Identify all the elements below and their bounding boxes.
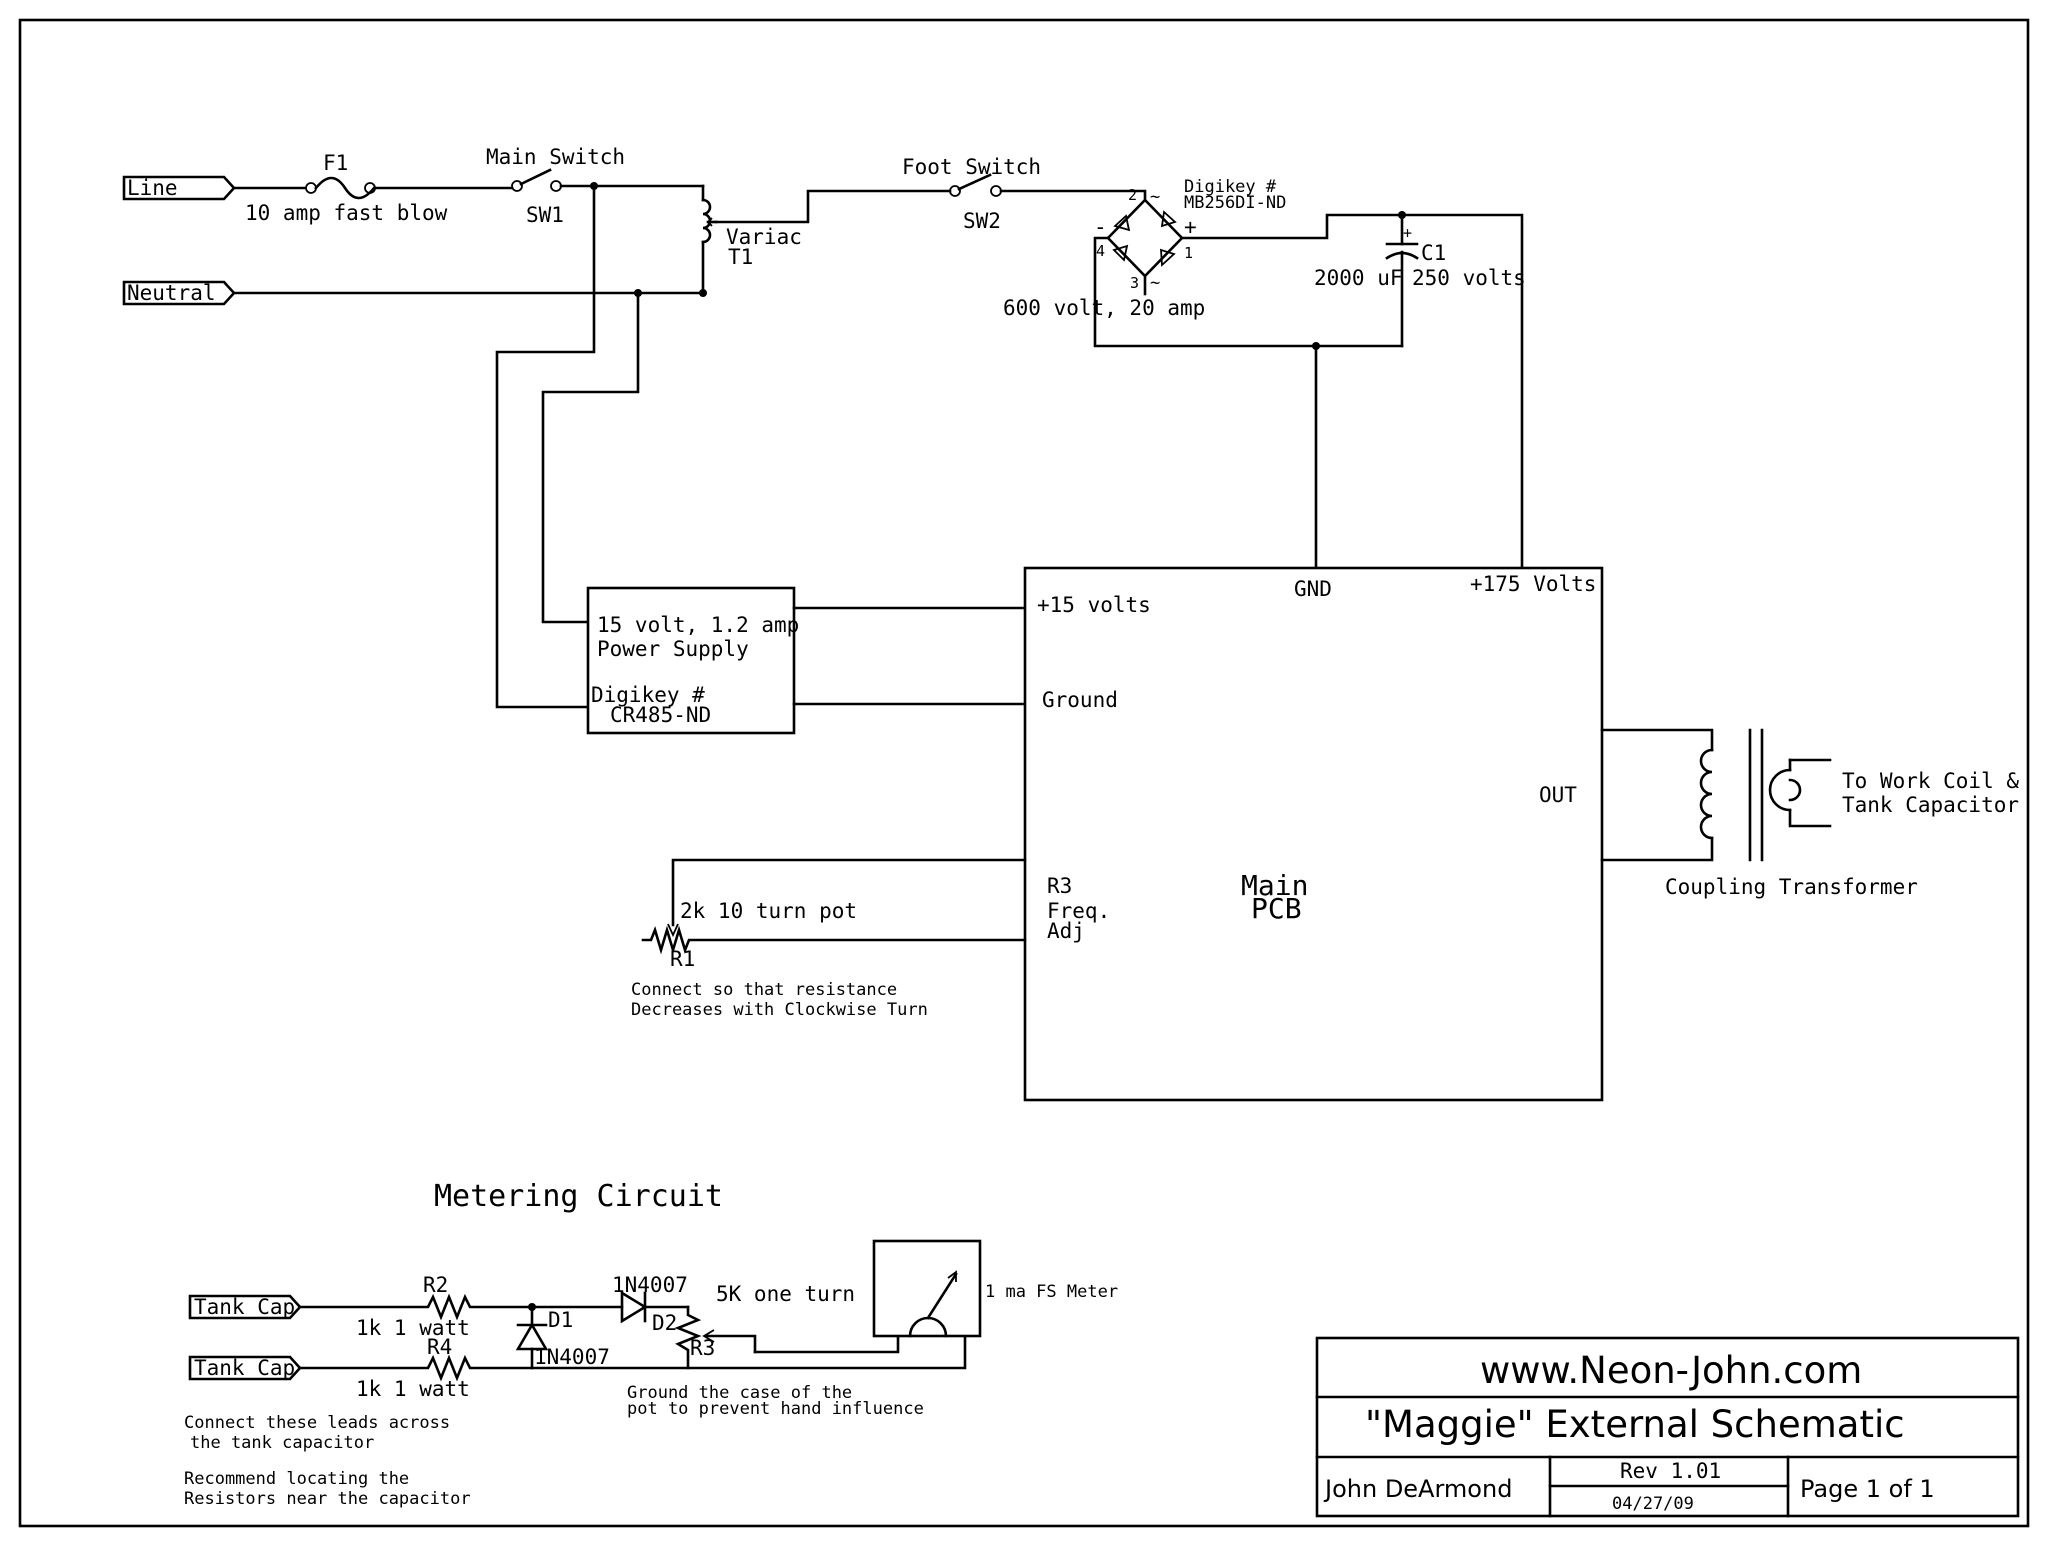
bridge-pin3: 3 (1130, 274, 1139, 292)
d2-part: 1N4007 (612, 1273, 688, 1297)
bridge-pin4: 4 (1096, 242, 1105, 260)
f1-value: 10 amp fast blow (245, 201, 448, 225)
power-supply-box (586, 586, 796, 735)
xfmr-dest1: To Work Coil & (1842, 769, 2019, 793)
diode-d2 (620, 1290, 648, 1324)
pcb-pin-r3-3: Adj (1047, 919, 1085, 943)
meter-needle-icon (908, 1270, 958, 1338)
sheet-border (18, 18, 2030, 1528)
xfmr-name: Coupling Transformer (1665, 875, 1918, 899)
d1-ref: D1 (548, 1308, 573, 1332)
bridge-rectifier (1106, 198, 1184, 278)
pcb-title2: PCB (1251, 892, 1302, 925)
bridge-plus: + (1184, 215, 1197, 239)
diode-d1 (515, 1305, 549, 1370)
note-ground1: Ground the case of the (627, 1383, 852, 1403)
r2-value: 1k 1 watt (356, 1316, 470, 1340)
sw2-ref: SW2 (963, 209, 1001, 233)
c1-cap: 2000 uF (1314, 266, 1403, 290)
r4-value: 1k 1 watt (356, 1377, 470, 1401)
r1-ref: R1 (670, 947, 695, 971)
d2-ref: D2 (652, 1311, 677, 1335)
main-pcb-box (1023, 566, 1604, 1102)
r1-note2: Decreases with Clockwise Turn (631, 1000, 928, 1020)
note-loc1: Recommend locating the (184, 1469, 409, 1489)
tank-cap-1-label: Tank Cap (194, 1295, 295, 1319)
tb-rev: Rev 1.01 (1620, 1459, 1721, 1483)
neutral-port: Neutral (122, 280, 236, 306)
d1-part: 1N4007 (534, 1345, 610, 1369)
bridge-tilde-top: ~ (1150, 187, 1160, 207)
metering-title: Metering Circuit (434, 1179, 723, 1214)
pcb-pin-15v: +15 volts (1037, 593, 1151, 617)
sw1-ref: SW1 (526, 203, 564, 227)
r2-ref: R2 (423, 1273, 448, 1297)
tank-cap-port-2: Tank Cap (188, 1355, 302, 1381)
bridge-part-line1: Digikey # (1184, 177, 1277, 197)
tb-title: "Maggie" External Schematic (1365, 1403, 1905, 1446)
tb-page: Page 1 of 1 (1800, 1475, 1935, 1503)
f1-ref: F1 (323, 151, 348, 175)
c1-ref: C1 (1421, 241, 1446, 265)
c1-plus: + (1403, 224, 1412, 242)
pcb-pin-r3-2: Freq. (1047, 899, 1110, 923)
tank-cap-port-1: Tank Cap (188, 1294, 302, 1320)
meter-label: 1 ma FS Meter (985, 1282, 1118, 1302)
line-port-label: Line (127, 176, 178, 200)
variac-t1 (701, 184, 718, 294)
tb-author: John DeArmond (1323, 1475, 1512, 1503)
meter-box (872, 1239, 982, 1338)
r4-ref: R4 (427, 1335, 452, 1359)
note-ground2: pot to prevent hand influence (627, 1399, 924, 1419)
r1-value: 2k 10 turn pot (680, 899, 857, 923)
ps-line2: Power Supply (597, 637, 749, 661)
pcb-pin-r3-1: R3 (1047, 874, 1072, 898)
xfmr-dest2: Tank Capacitor (1842, 793, 2019, 817)
c1-volt: 250 volts (1412, 266, 1526, 290)
coupling-transformer (1699, 728, 1832, 862)
t1-ref: T1 (728, 245, 753, 269)
tb-date: 04/27/09 (1612, 1494, 1694, 1514)
t1-name: Variac (726, 225, 802, 249)
bridge-minus: - (1094, 215, 1107, 239)
resistor-r2 (298, 1293, 534, 1321)
sw2-title: Foot Switch (902, 155, 1041, 179)
ps-line4: CR485-ND (610, 703, 711, 727)
fuse-f1 (305, 176, 376, 200)
note-loc2: Resistors near the capacitor (184, 1489, 471, 1509)
potentiometer-r3 (674, 1305, 757, 1370)
tb-website: www.Neon-John.com (1480, 1349, 1862, 1392)
neutral-port-label: Neutral (127, 281, 216, 305)
note-leads1: Connect these leads across (184, 1413, 450, 1433)
bridge-pin1: 1 (1184, 244, 1193, 262)
pcb-title1: Main (1241, 869, 1308, 902)
ps-line1: 15 volt, 1.2 amp (597, 613, 799, 637)
tank-cap-2-label: Tank Cap (194, 1356, 295, 1380)
bridge-tilde-bottom: ~ (1150, 273, 1160, 293)
switch-sw2 (949, 173, 1002, 197)
bridge-pin2: 2 (1128, 186, 1137, 204)
line-port: Line (122, 175, 236, 201)
pcb-pin-175v: +175 Volts (1470, 572, 1596, 596)
note-leads2: the tank capacitor (190, 1433, 374, 1453)
sw1-title: Main Switch (486, 145, 625, 169)
pcb-pin-out: OUT (1539, 783, 1577, 807)
bridge-part-line2: MB256DI-ND (1184, 193, 1286, 213)
resistor-r4 (298, 1329, 967, 1382)
r3-ref: R3 (690, 1336, 715, 1360)
ps-line3: Digikey # (591, 683, 705, 707)
title-block (1315, 1336, 2020, 1518)
pcb-pin-ground: Ground (1042, 688, 1118, 712)
switch-sw1 (511, 168, 562, 192)
r1-note1: Connect so that resistance (631, 980, 897, 1000)
r3-value: 5K one turn (716, 1282, 855, 1306)
bridge-rating: 600 volt, 20 amp (1003, 296, 1205, 320)
pcb-pin-gnd: GND (1294, 577, 1332, 601)
capacitor-c1 (1385, 213, 1419, 348)
potentiometer-r1 (641, 923, 1027, 955)
